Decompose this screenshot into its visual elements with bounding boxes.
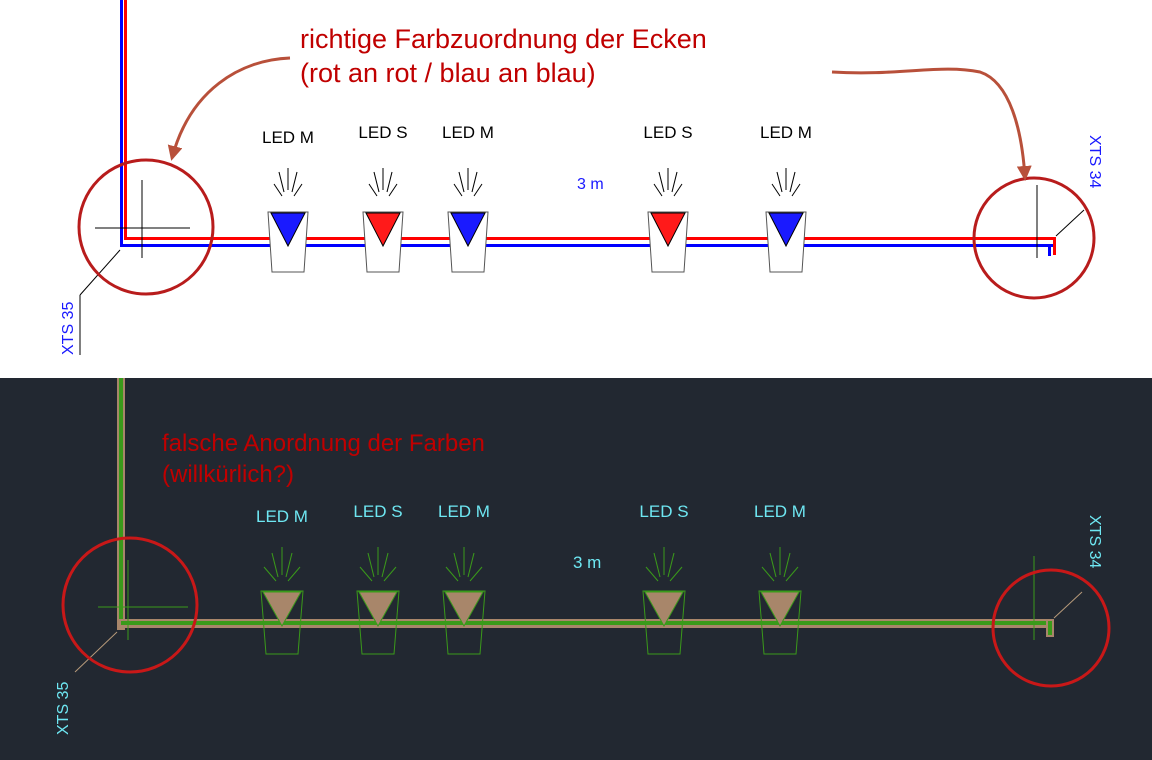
top-right-end-blue [1048, 244, 1051, 256]
bottom-panel: falsche Anordnung der Farben (willkürlic… [0, 378, 1152, 760]
top-left-crosshair [95, 180, 190, 258]
top-led-fixture: LED M [442, 123, 494, 273]
led-label: LED M [442, 123, 494, 142]
top-left-highlight-circle [77, 158, 215, 296]
top-led-fixture: LED S [358, 123, 408, 273]
top-right-end-red [1053, 237, 1056, 255]
top-right-leader [1055, 209, 1085, 237]
top-panel-background [0, 0, 1152, 378]
top-led-fixture: LED M [262, 128, 314, 273]
bottom-right-tag: XTS 34 [1086, 515, 1103, 568]
led-label: LED S [358, 123, 407, 142]
top-led-fixture: LED S [643, 123, 693, 273]
bottom-left-leader [74, 631, 118, 673]
led-triangle-icon [358, 591, 398, 628]
led-triangle-icon [450, 212, 486, 248]
light-rays-icon [645, 547, 683, 582]
top-right-highlight-circle [972, 176, 1096, 300]
bottom-annotation-line1: falsche Anordnung der Farben [162, 430, 485, 457]
led-triangle-icon [760, 591, 800, 628]
led-label: LED M [256, 507, 308, 526]
fixture-housing [642, 590, 686, 655]
bottom-annotation-line2: (willkürlich?) [162, 461, 294, 488]
bottom-right-highlight-circle [991, 568, 1111, 688]
led-triangle-icon [444, 591, 484, 628]
top-wire-run [120, 0, 1056, 256]
led-triangle-icon [650, 212, 686, 248]
bottom-led-fixture: LED S [639, 502, 689, 655]
top-horizontal-red-line [124, 237, 1056, 240]
led-label: LED M [760, 123, 812, 142]
left-annotation-arrow [167, 56, 291, 161]
led-triangle-icon [365, 212, 401, 248]
top-annotation-line2: (rot an rot / blau an blau) [300, 58, 596, 88]
light-rays-icon [359, 547, 397, 582]
top-panel: richtige Farbzuordnung der Ecken (rot an… [0, 0, 1152, 378]
top-led-fixture: LED M [760, 123, 812, 273]
light-rays-icon [368, 168, 398, 197]
led-label: LED M [262, 128, 314, 147]
bottom-right-end-green [1048, 621, 1052, 635]
led-label: LED S [353, 502, 402, 521]
top-horizontal-blue-line [120, 244, 1055, 247]
bottom-distance-label: 3 m [573, 553, 601, 572]
right-annotation-arrow [831, 67, 1032, 181]
bottom-led-fixture: LED S [353, 502, 403, 655]
light-rays-icon [653, 168, 683, 197]
bottom-led-fixture: LED M [256, 507, 308, 655]
led-triangle-icon [768, 212, 804, 248]
light-rays-icon [273, 168, 303, 197]
top-right-tag: XTS 34 [1086, 135, 1103, 188]
light-rays-icon [453, 168, 483, 197]
top-left-tag: XTS 35 [60, 302, 77, 355]
bottom-left-tag: XTS 35 [55, 682, 72, 735]
bottom-left-crosshair [98, 560, 188, 640]
fixture-housing [260, 590, 304, 655]
bottom-left-highlight-circle [61, 536, 199, 674]
bottom-wire-run [117, 378, 1054, 637]
led-triangle-icon [644, 591, 684, 628]
bottom-vertical-green-line [119, 378, 123, 626]
top-distance-label: 3 m [577, 176, 604, 193]
top-annotation-line1: richtige Farbzuordnung der Ecken [300, 24, 707, 54]
led-label: LED S [643, 123, 692, 142]
bottom-horizontal-green-line [121, 621, 1054, 625]
led-label: LED M [754, 502, 806, 521]
led-triangle-icon [262, 591, 302, 628]
bottom-panel-background [0, 378, 1152, 760]
light-rays-icon [761, 547, 799, 582]
bottom-right-leader [1053, 591, 1083, 619]
bottom-led-fixture: LED M [438, 502, 490, 655]
fixture-housing [442, 590, 486, 655]
top-fixtures: LED M LED S LED M LED S LED M [262, 123, 812, 273]
bottom-led-fixture: LED M [754, 502, 806, 655]
light-rays-icon [771, 168, 801, 197]
fixture-housing [758, 590, 802, 655]
light-rays-icon [263, 547, 301, 582]
light-rays-icon [445, 547, 483, 582]
fixture-housing [356, 590, 400, 655]
top-vertical-red-line [124, 0, 127, 240]
led-label: LED S [639, 502, 688, 521]
led-label: LED M [438, 502, 490, 521]
bottom-fixtures: LED M LED S LED M LED S LED M [256, 502, 806, 655]
top-left-leader [79, 249, 121, 296]
led-triangle-icon [270, 212, 306, 248]
top-vertical-blue-line [120, 0, 123, 244]
